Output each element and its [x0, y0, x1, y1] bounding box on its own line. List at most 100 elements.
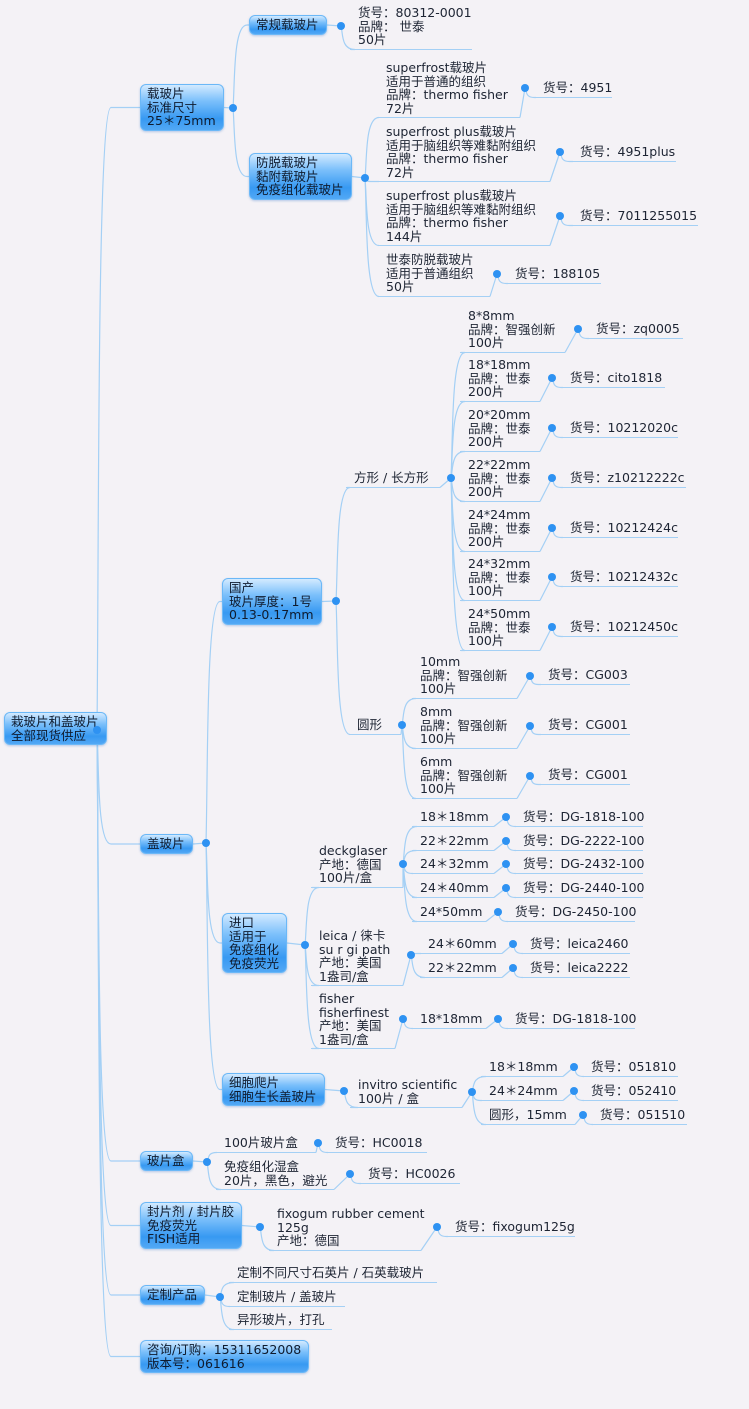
branch-dot: [494, 908, 502, 916]
connector: [539, 427, 553, 452]
leaf-code: 货号：DG-2440-100: [515, 881, 645, 898]
node-slide-boxes[interactable]: 玻片盒: [140, 1151, 193, 1171]
leaf-leica: leica / 徕卡 su r gi path 产地：美国 1盎司/盒: [311, 929, 403, 986]
leaf-invitro: invitro scientific 100片 / 盒: [350, 1078, 462, 1108]
leaf-code: 货号：DG-2222-100: [515, 834, 645, 851]
branch-dot: [548, 623, 556, 631]
leaf-code: 货号：DG-2450-100: [507, 905, 637, 922]
leaf-size: 18＊18mm: [481, 1060, 563, 1077]
leaf-size: 24＊40mm: [412, 881, 494, 898]
branch-dot: [314, 1139, 322, 1147]
leaf-adhesive-desc: superfrost plus载玻片 适用于脑组织等难黏附组织 品牌：therm…: [378, 189, 550, 246]
branch-dot: [398, 721, 406, 729]
branch-dot: [203, 1158, 211, 1166]
connector: [96, 729, 141, 1227]
branch-dot: [256, 1223, 264, 1231]
branch-dot: [433, 1223, 441, 1231]
branch-dot: [526, 772, 534, 780]
branch-dot: [570, 1087, 578, 1095]
connector: [364, 116, 380, 179]
leaf-size: 24*50mm: [412, 905, 486, 922]
leaf-code: 货号：CG003: [540, 668, 630, 685]
node-contact[interactable]: 咨询/订购：15311652008 版本号：061616: [140, 1340, 310, 1373]
connector: [96, 729, 141, 1358]
leaf-desc: 8mm 品牌：智强创新 100片: [412, 705, 517, 749]
branch-dot: [340, 1087, 348, 1095]
branch-dot: [526, 672, 534, 680]
connector: [364, 177, 380, 298]
connector: [335, 600, 351, 736]
branch-dot: [548, 524, 556, 532]
leaf-square: 方形 / 长方形: [346, 471, 440, 488]
branch-dot: [93, 726, 101, 734]
branch-dot: [548, 374, 556, 382]
node-imported[interactable]: 进口 适用于 免疫组化 免疫荧光: [222, 913, 288, 973]
branch-dot: [502, 884, 510, 892]
connector: [402, 954, 412, 986]
leaf-size: 24＊24mm: [481, 1084, 563, 1101]
node-mounting[interactable]: 封片剂 / 封片胶 免疫荧光 FISH适用: [140, 1202, 243, 1249]
node-custom[interactable]: 定制产品: [140, 1285, 206, 1305]
connector: [420, 1226, 438, 1251]
leaf-code: 货号：CG001: [540, 768, 630, 785]
connector: [232, 107, 250, 178]
leaf-code: 货号：4951: [535, 81, 612, 98]
connector: [539, 576, 553, 601]
leaf-size: 22＊22mm: [412, 834, 494, 851]
leaf-code: 货号：fixogum125g: [447, 1220, 575, 1237]
connector: [96, 729, 141, 845]
connector: [519, 87, 526, 118]
leaf-custom: 定制不同尺寸石英片 / 石英载玻片: [229, 1266, 437, 1283]
node-adhesive-slides[interactable]: 防脱载玻片 黏附载玻片 免疫组化载玻片: [249, 153, 352, 200]
leaf-code: 货号：10212020c: [562, 421, 678, 438]
root-node[interactable]: 栽玻片和盖玻片 全部现货供应: [4, 712, 107, 745]
connector: [549, 151, 561, 182]
branch-dot: [399, 1015, 407, 1023]
branch-dot: [502, 837, 510, 845]
leaf-size: 22＊22mm: [420, 961, 502, 978]
connector: [205, 842, 223, 944]
connector: [450, 400, 466, 479]
connector: [335, 486, 351, 602]
leaf-round: 圆形: [349, 718, 401, 735]
leaf-regular-info: 货号：80312-0001 品牌： 世泰 50片: [350, 6, 472, 50]
branch-dot: [570, 1063, 578, 1071]
connector: [539, 626, 553, 651]
branch-dot: [447, 474, 455, 482]
leaf-code: 货号：10212424c: [562, 521, 678, 538]
connector: [96, 729, 141, 1296]
branch-dot: [548, 573, 556, 581]
connector: [539, 377, 553, 402]
node-regular-slides[interactable]: 常规载玻片: [249, 15, 327, 35]
connector: [564, 328, 579, 353]
leaf-desc: 8*8mm 品牌：智强创新 100片: [460, 309, 565, 353]
connector: [205, 842, 223, 1091]
node-cell-coverslips[interactable]: 细胞爬片 细胞生长盖玻片: [222, 1073, 325, 1106]
connector: [539, 527, 553, 552]
leaf-code: 货号：10212432c: [562, 570, 678, 587]
branch-dot: [332, 597, 340, 605]
leaf-code: 货号：7011255015: [572, 209, 698, 226]
leaf-fixogum: fixogum rubber cement 125g 产地：德国: [269, 1207, 425, 1251]
leaf-custom: 异形玻片，打孔: [229, 1313, 332, 1330]
branch-dot: [509, 964, 517, 972]
leaf-code: 货号：HC0018: [327, 1136, 427, 1153]
leaf-adhesive-desc: 世泰防脱载玻片 适用于普通组织 50片: [378, 253, 490, 297]
leaf-code: 货号：DG-2432-100: [515, 857, 645, 874]
leaf-desc: 20*20mm 品牌：世泰 200片: [460, 408, 540, 452]
leaf-code: 货号：052410: [583, 1084, 678, 1101]
branch-dot: [301, 941, 309, 949]
branch-dot: [229, 104, 237, 112]
connector: [450, 477, 466, 652]
branch-dot: [337, 22, 345, 30]
node-coverslips[interactable]: 盖玻片: [140, 834, 193, 854]
leaf-desc: 6mm 品牌：智强创新 100片: [412, 755, 517, 799]
branch-dot: [579, 1111, 587, 1119]
node-slides[interactable]: 载玻片 标准尺寸 25＊75mm: [140, 84, 224, 131]
leaf-code: 货号：4951plus: [572, 145, 676, 162]
node-domestic[interactable]: 国产 玻片厚度：1号 0.13-0.17mm: [222, 578, 322, 625]
branch-dot: [521, 84, 529, 92]
leaf-size: 24＊32mm: [412, 857, 494, 874]
leaf-deckglaser: deckglaser 产地：德国 100片/盒: [311, 844, 403, 888]
branch-dot: [556, 212, 564, 220]
